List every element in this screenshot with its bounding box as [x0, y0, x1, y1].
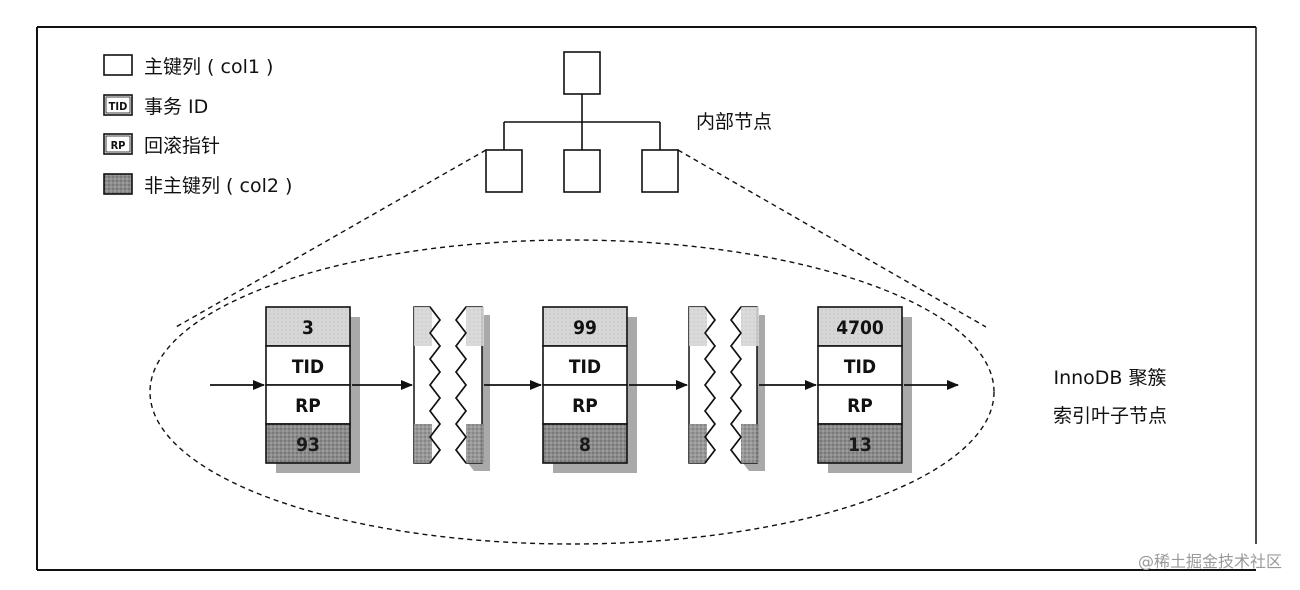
torn-col2-fill	[466, 424, 484, 463]
torn-edge-line	[455, 306, 467, 464]
leaf-rp-cell-value: RP	[295, 395, 321, 417]
leaf-tid-cell-value: TID	[844, 356, 876, 378]
leaf-col2-cell-value: 13	[848, 434, 872, 456]
legend-primary-key-label: 主键列 ( col1 )	[144, 56, 273, 78]
child-node-3	[641, 149, 679, 193]
leaf-label-line1: InnoDB 聚簇	[1053, 367, 1166, 389]
leaf-rp-cell-value: RP	[847, 395, 873, 417]
leaf-tid-cell-value: TID	[292, 356, 324, 378]
legend-tid-swatch	[103, 94, 133, 116]
leaf-rp-cell-value: RP	[572, 395, 598, 417]
internal-node-label: 内部节点	[696, 111, 772, 133]
leaf-col2-cell	[817, 423, 903, 464]
internal-node-tree: 内部节点	[485, 51, 772, 193]
torn-edge-line	[730, 306, 742, 464]
legend-non-key-label: 非主键列 ( col2 )	[144, 175, 292, 197]
page-gap-1	[413, 306, 490, 471]
leaf-col2-cell-value: 8	[579, 434, 591, 456]
torn-edge-line	[429, 306, 441, 464]
torn-edge-line	[704, 306, 716, 464]
leaf-key-cell	[817, 306, 903, 347]
legend-rp-icon-text: RP	[111, 139, 126, 152]
watermark: @稀土掘金技术社区	[1138, 552, 1282, 571]
leaf-col2-cell-value: 93	[296, 434, 320, 456]
leaf-rp-cell	[817, 384, 903, 425]
torn-col2-fill	[741, 424, 759, 463]
legend-rp-swatch	[103, 133, 133, 155]
torn-key-fill	[689, 307, 707, 346]
leaf-key-cell-value: 4700	[836, 317, 884, 339]
page-gaps	[413, 306, 765, 471]
legend-primary-key-swatch	[103, 54, 133, 76]
leaf-key-cell	[265, 306, 351, 347]
root-node	[563, 51, 601, 95]
frame	[36, 26, 1257, 571]
torn-col2-fill	[689, 424, 707, 463]
leaf-key-cell-value: 99	[573, 317, 597, 339]
leaf-rp-cell	[265, 384, 351, 425]
torn-key-fill	[466, 307, 484, 346]
legend-tid-icon-text: TID	[109, 100, 128, 113]
leaf-tid-cell	[542, 345, 628, 386]
legend: 主键列 ( col1 ) TID 事务 ID RP 回滚指针 非主键列 ( co…	[103, 54, 292, 197]
leaf-col2-cell	[265, 423, 351, 464]
child-node-1	[485, 149, 523, 193]
leaf-tid-cell	[817, 345, 903, 386]
legend-tid-label: 事务 ID	[144, 96, 208, 118]
zoom-outline	[149, 149, 995, 545]
leaf-col2-cell	[542, 423, 628, 464]
torn-key-fill	[414, 307, 432, 346]
torn-col2-fill	[414, 424, 432, 463]
legend-rp-label: 回滚指针	[144, 135, 220, 157]
child-node-2	[563, 149, 601, 193]
leaf-tid-cell	[265, 345, 351, 386]
leaf-label-line2: 索引叶子节点	[1053, 405, 1167, 427]
page-gap-2	[688, 306, 765, 471]
leaf-label: InnoDB 聚簇 索引叶子节点	[1053, 367, 1167, 427]
torn-key-fill	[741, 307, 759, 346]
leaf-key-cell-value: 3	[302, 317, 314, 339]
legend-non-key-swatch	[103, 173, 133, 195]
leaf-tid-cell-value: TID	[569, 356, 601, 378]
leaf-rp-cell	[542, 384, 628, 425]
